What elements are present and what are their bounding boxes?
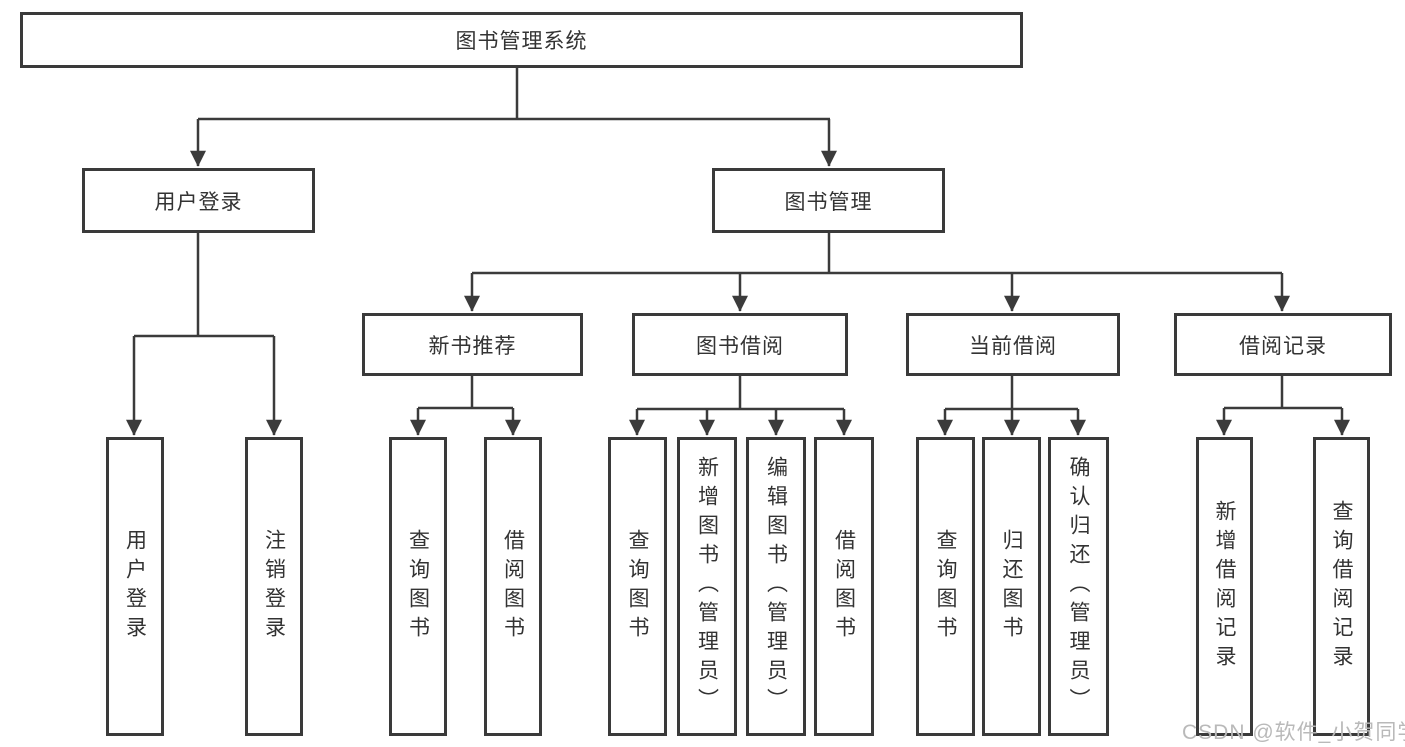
leaf-borrow-books: 借阅图书 bbox=[814, 437, 874, 736]
leaf-add-borrow-record: 新增借阅记录 bbox=[1196, 437, 1253, 736]
leaf-borrow-books-recommend: 借阅图书 bbox=[484, 437, 542, 736]
leaf-add-book-admin: 新增图书（管理员） bbox=[677, 437, 737, 736]
node-book-management: 图书管理 bbox=[712, 168, 945, 233]
leaf-query-borrow-record: 查询借阅记录 bbox=[1313, 437, 1370, 736]
node-current-borrow: 当前借阅 bbox=[906, 313, 1120, 376]
leaf-query-books-current: 查询图书 bbox=[916, 437, 975, 736]
leaf-return-books: 归还图书 bbox=[982, 437, 1041, 736]
node-user-login: 用户登录 bbox=[82, 168, 315, 233]
node-new-book-recommend: 新书推荐 bbox=[362, 313, 583, 376]
node-root: 图书管理系统 bbox=[20, 12, 1023, 68]
leaf-confirm-return-admin: 确认归还（管理员） bbox=[1048, 437, 1109, 736]
leaf-edit-book-admin: 编辑图书（管理员） bbox=[746, 437, 806, 736]
watermark: CSDN @软件_小贺同学 bbox=[1182, 721, 1405, 744]
leaf-user-login: 用户登录 bbox=[106, 437, 164, 736]
node-book-borrow: 图书借阅 bbox=[632, 313, 848, 376]
leaf-query-books-borrow: 查询图书 bbox=[608, 437, 667, 736]
leaf-logout: 注销登录 bbox=[245, 437, 303, 736]
leaf-query-books-recommend: 查询图书 bbox=[389, 437, 447, 736]
node-borrow-records: 借阅记录 bbox=[1174, 313, 1392, 376]
